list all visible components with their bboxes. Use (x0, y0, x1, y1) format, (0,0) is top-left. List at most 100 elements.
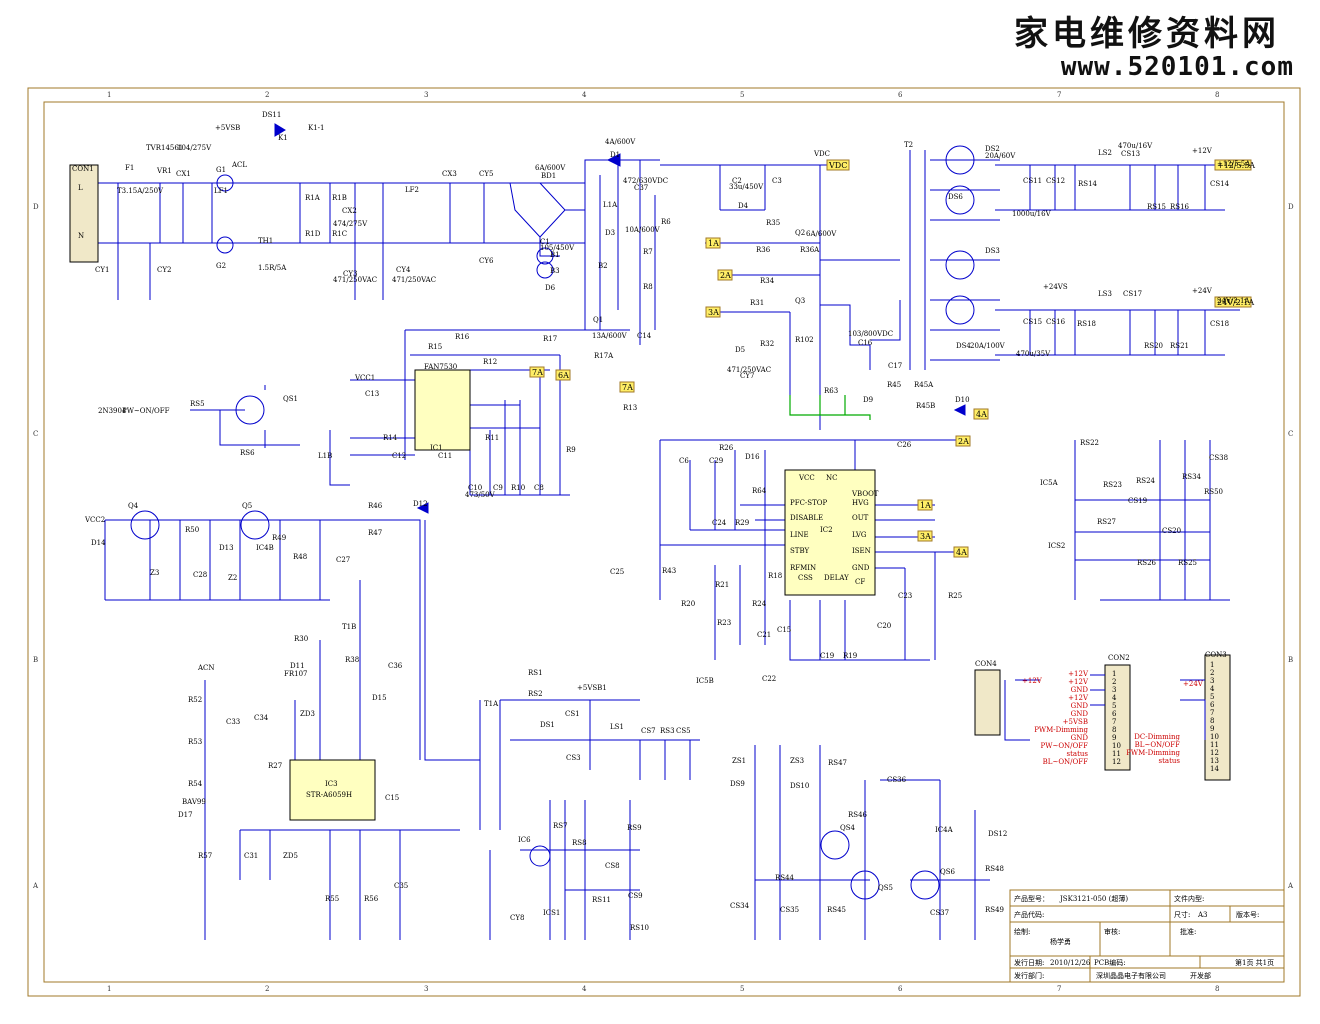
label-rs24: RS24 (1136, 477, 1156, 485)
con3-pin-number: 10 (1210, 733, 1219, 741)
label-cs13: CS13 (1121, 150, 1140, 158)
label-delay: DELAY (824, 574, 849, 582)
label-r17a: R17A (594, 352, 614, 360)
net-tag-label: 4A (976, 410, 987, 419)
net-tag-box (1214, 296, 1252, 308)
con2-pin-label: +5VSB (1063, 718, 1088, 726)
label-r15: R15 (428, 343, 442, 351)
label-cx1: CX1 (176, 170, 191, 178)
label-cs18: CS18 (1210, 320, 1229, 328)
grid-row-B-right: B (1288, 656, 1293, 664)
label-rs7: RS7 (553, 822, 568, 830)
label-r38: R38 (345, 656, 359, 664)
con2-pin-number: 10 (1112, 742, 1121, 750)
grid-row-D-right: D (1288, 203, 1294, 211)
con4-supply: +12V (1022, 677, 1043, 685)
label-cf: CF (855, 578, 865, 586)
label-c37: C37 (634, 184, 648, 192)
label-vcc2: VCC2 (84, 516, 105, 524)
label-g2: G2 (216, 262, 226, 270)
label-r7: R7 (643, 248, 653, 256)
label-c16v: 103/800VDC (848, 330, 893, 338)
grid-col-3-top: 3 (424, 91, 428, 99)
label-d10: D10 (955, 396, 970, 404)
label-r8: R8 (643, 283, 653, 291)
con2-pin-number: 4 (1112, 694, 1117, 702)
label-q2v: 6A/600V (806, 230, 837, 238)
label-cs11: CS11 (1023, 177, 1042, 185)
net-tag-box (555, 369, 571, 381)
label-ics2: ICS2 (1048, 542, 1065, 550)
label-c1: C1 (540, 238, 550, 246)
label-g1: G1 (216, 166, 226, 174)
label-lf1: LF1 (214, 187, 228, 195)
label-r43: R43 (662, 567, 676, 575)
net-tag-label: 3A (920, 532, 931, 541)
label-ic4a: IC4A (935, 826, 954, 834)
label-rs2: RS2 (528, 690, 543, 698)
label-ds10: DS10 (790, 782, 809, 790)
label-r48: R48 (293, 553, 307, 561)
label-r20: R20 (681, 600, 695, 608)
label-q4: Q4 (128, 502, 139, 510)
label-c15b: C15 (385, 794, 399, 802)
label-d3v: 10A/600V (625, 226, 661, 234)
label-c35: C35 (394, 882, 408, 890)
con3-pin-number: 11 (1210, 741, 1219, 749)
tb-drawn-label: 绘制: (1014, 927, 1030, 936)
ic2-body (784, 469, 876, 596)
net-tag-label: 1A (920, 501, 931, 510)
label-rs11: RS11 (592, 896, 611, 904)
label-l1a: L1A (603, 201, 618, 209)
con2-pin-label: +12V (1068, 670, 1089, 678)
label-zs3: ZS3 (790, 757, 804, 765)
label-r26: R26 (719, 444, 734, 452)
label-cs11v: 1000u/16V (1012, 210, 1052, 218)
net-tag-box (1214, 159, 1252, 171)
net-tag-box (826, 159, 850, 171)
label-r31: R31 (750, 299, 764, 307)
label-cs7: CS7 (641, 727, 656, 735)
label-d4: D4 (738, 202, 749, 210)
con3-pin-number: 13 (1210, 757, 1219, 765)
label-d11: D11 (290, 662, 305, 670)
label-rfmin: RFMIN (790, 564, 816, 572)
label-p24vs: +24VS (1043, 283, 1068, 291)
label-ic2: IC2 (820, 526, 833, 534)
label-rs3: RS3 (660, 727, 675, 735)
label-q1v: 13A/600V (592, 332, 628, 340)
label-ds4: DS4 (956, 342, 971, 350)
con2-pin-number: 8 (1112, 726, 1116, 734)
label-d12: D12 (413, 500, 428, 508)
label-css: CSS (798, 574, 813, 582)
con3-pin-number: 14 (1210, 765, 1219, 773)
label-c1v: 105/450V (540, 244, 575, 252)
con2-pin-number: 2 (1112, 678, 1116, 686)
tb-pcb-label: PCB编码: (1094, 958, 1126, 967)
label-f1: F1 (125, 164, 134, 172)
label-cy5: CY5 (479, 170, 493, 178)
label-cs17: CS17 (1123, 290, 1142, 298)
label-c16: C16 (858, 339, 873, 347)
grid-col-1-top: 1 (107, 91, 111, 99)
label-rs45: RS45 (827, 906, 846, 914)
ic-bodies (414, 369, 876, 596)
net-tag-label: 24V/2.1A (1217, 298, 1254, 307)
net-tag-box (529, 366, 545, 378)
con3-pin-number: 3 (1210, 677, 1214, 685)
label-r1b: R1B (332, 194, 347, 202)
con3-pin-label: DC-Dimming (1134, 733, 1180, 741)
grid-col-8-top: 8 (1215, 91, 1219, 99)
tb-date: 2010/12/26 (1050, 959, 1091, 967)
label-c10v: 473/50V (465, 491, 496, 499)
label-gnd: GND (852, 564, 870, 572)
tb-approve-label: 批准: (1180, 927, 1196, 936)
label-d16: D16 (745, 453, 760, 461)
grid-col-2-top: 2 (265, 91, 269, 99)
label-r54: R54 (188, 780, 203, 788)
label-cs5: CS5 (676, 727, 691, 735)
grid-row-A-left: A (32, 882, 39, 890)
label-r34: R34 (760, 277, 775, 285)
label-bav: BAV99 (182, 798, 206, 806)
label-ls3: LS3 (1098, 290, 1112, 298)
